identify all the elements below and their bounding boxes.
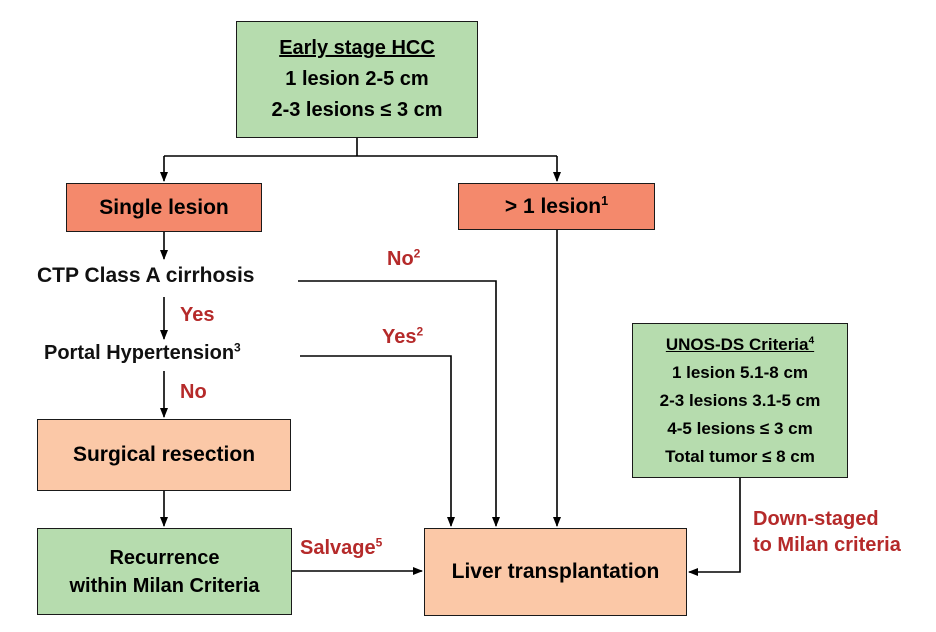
portal-footnote: 3 — [234, 340, 241, 355]
unos-title-wrap: UNOS-DS Criteria4 — [666, 331, 814, 359]
surgical-resection-box: Surgical resection — [37, 419, 291, 491]
salvage-label: Salvage — [300, 537, 376, 559]
portal-yes-label-wrap: Yes2 — [382, 324, 424, 349]
multi-lesion-footnote: 1 — [601, 193, 609, 208]
downstaged-line1: Down-staged — [753, 508, 879, 530]
recurrence-line2: within Milan Criteria — [69, 574, 260, 597]
salvage-footnote: 5 — [375, 535, 383, 550]
early-stage-title: Early stage HCC — [279, 37, 435, 59]
unos-ds-criteria-box: UNOS-DS Criteria4 1 lesion 5.1-8 cm 2-3 … — [632, 323, 848, 478]
surgical-resection-label: Surgical resection — [72, 443, 256, 466]
liver-transplantation-label: Liver transplantation — [451, 560, 660, 583]
downstaged-label: Down-staged to Milan criteria — [753, 506, 901, 558]
liver-transplantation-box: Liver transplantation — [424, 528, 687, 616]
portal-hypertension-label-wrap: Portal Hypertension3 — [44, 340, 241, 365]
portal-hypertension-label: Portal Hypertension — [44, 342, 235, 364]
ctp-yes-label: Yes — [180, 304, 215, 326]
arrow-ctp-no-to-liver — [298, 280, 500, 527]
unos-footnote: 4 — [808, 334, 815, 346]
ctp-class-a-label: CTP Class A cirrhosis — [37, 264, 255, 287]
unos-item: 2-3 lesions 3.1-5 cm — [659, 390, 821, 410]
early-stage-line1: 1 lesion 2-5 cm — [285, 68, 429, 90]
portal-no-label: No — [180, 381, 207, 403]
recurrence-line1: Recurrence — [109, 546, 220, 569]
multi-lesion-label: > 1 lesion — [504, 194, 602, 218]
single-lesion-label: Single lesion — [99, 195, 229, 219]
unos-item: 4-5 lesions ≤ 3 cm — [667, 418, 813, 438]
portal-yes-label: Yes — [382, 326, 417, 348]
ctp-no-label: No — [387, 248, 414, 270]
recurrence-box: Recurrence within Milan Criteria — [37, 528, 292, 615]
arrow-portal-yes-to-liver — [300, 355, 455, 527]
unos-item: Total tumor ≤ 8 cm — [665, 446, 815, 466]
downstaged-line2: to Milan criteria — [753, 534, 901, 556]
multi-lesion-label-wrap: > 1 lesion1 — [504, 193, 609, 219]
unos-item: 1 lesion 5.1-8 cm — [671, 362, 809, 382]
multi-lesion-box: > 1 lesion1 — [458, 183, 655, 230]
connector-early-split — [164, 138, 557, 157]
single-lesion-box: Single lesion — [66, 183, 262, 232]
ctp-no-label-wrap: No2 — [387, 246, 421, 271]
ctp-no-footnote: 2 — [413, 246, 421, 261]
early-stage-line2: 2-3 lesions ≤ 3 cm — [271, 99, 443, 121]
unos-title: UNOS-DS Criteria — [665, 334, 809, 354]
portal-yes-footnote: 2 — [416, 324, 424, 339]
arrow-unos-to-liver — [688, 478, 741, 576]
salvage-label-wrap: Salvage5 — [300, 535, 383, 560]
early-stage-hcc-box: Early stage HCC 1 lesion 2-5 cm 2-3 lesi… — [236, 21, 478, 138]
